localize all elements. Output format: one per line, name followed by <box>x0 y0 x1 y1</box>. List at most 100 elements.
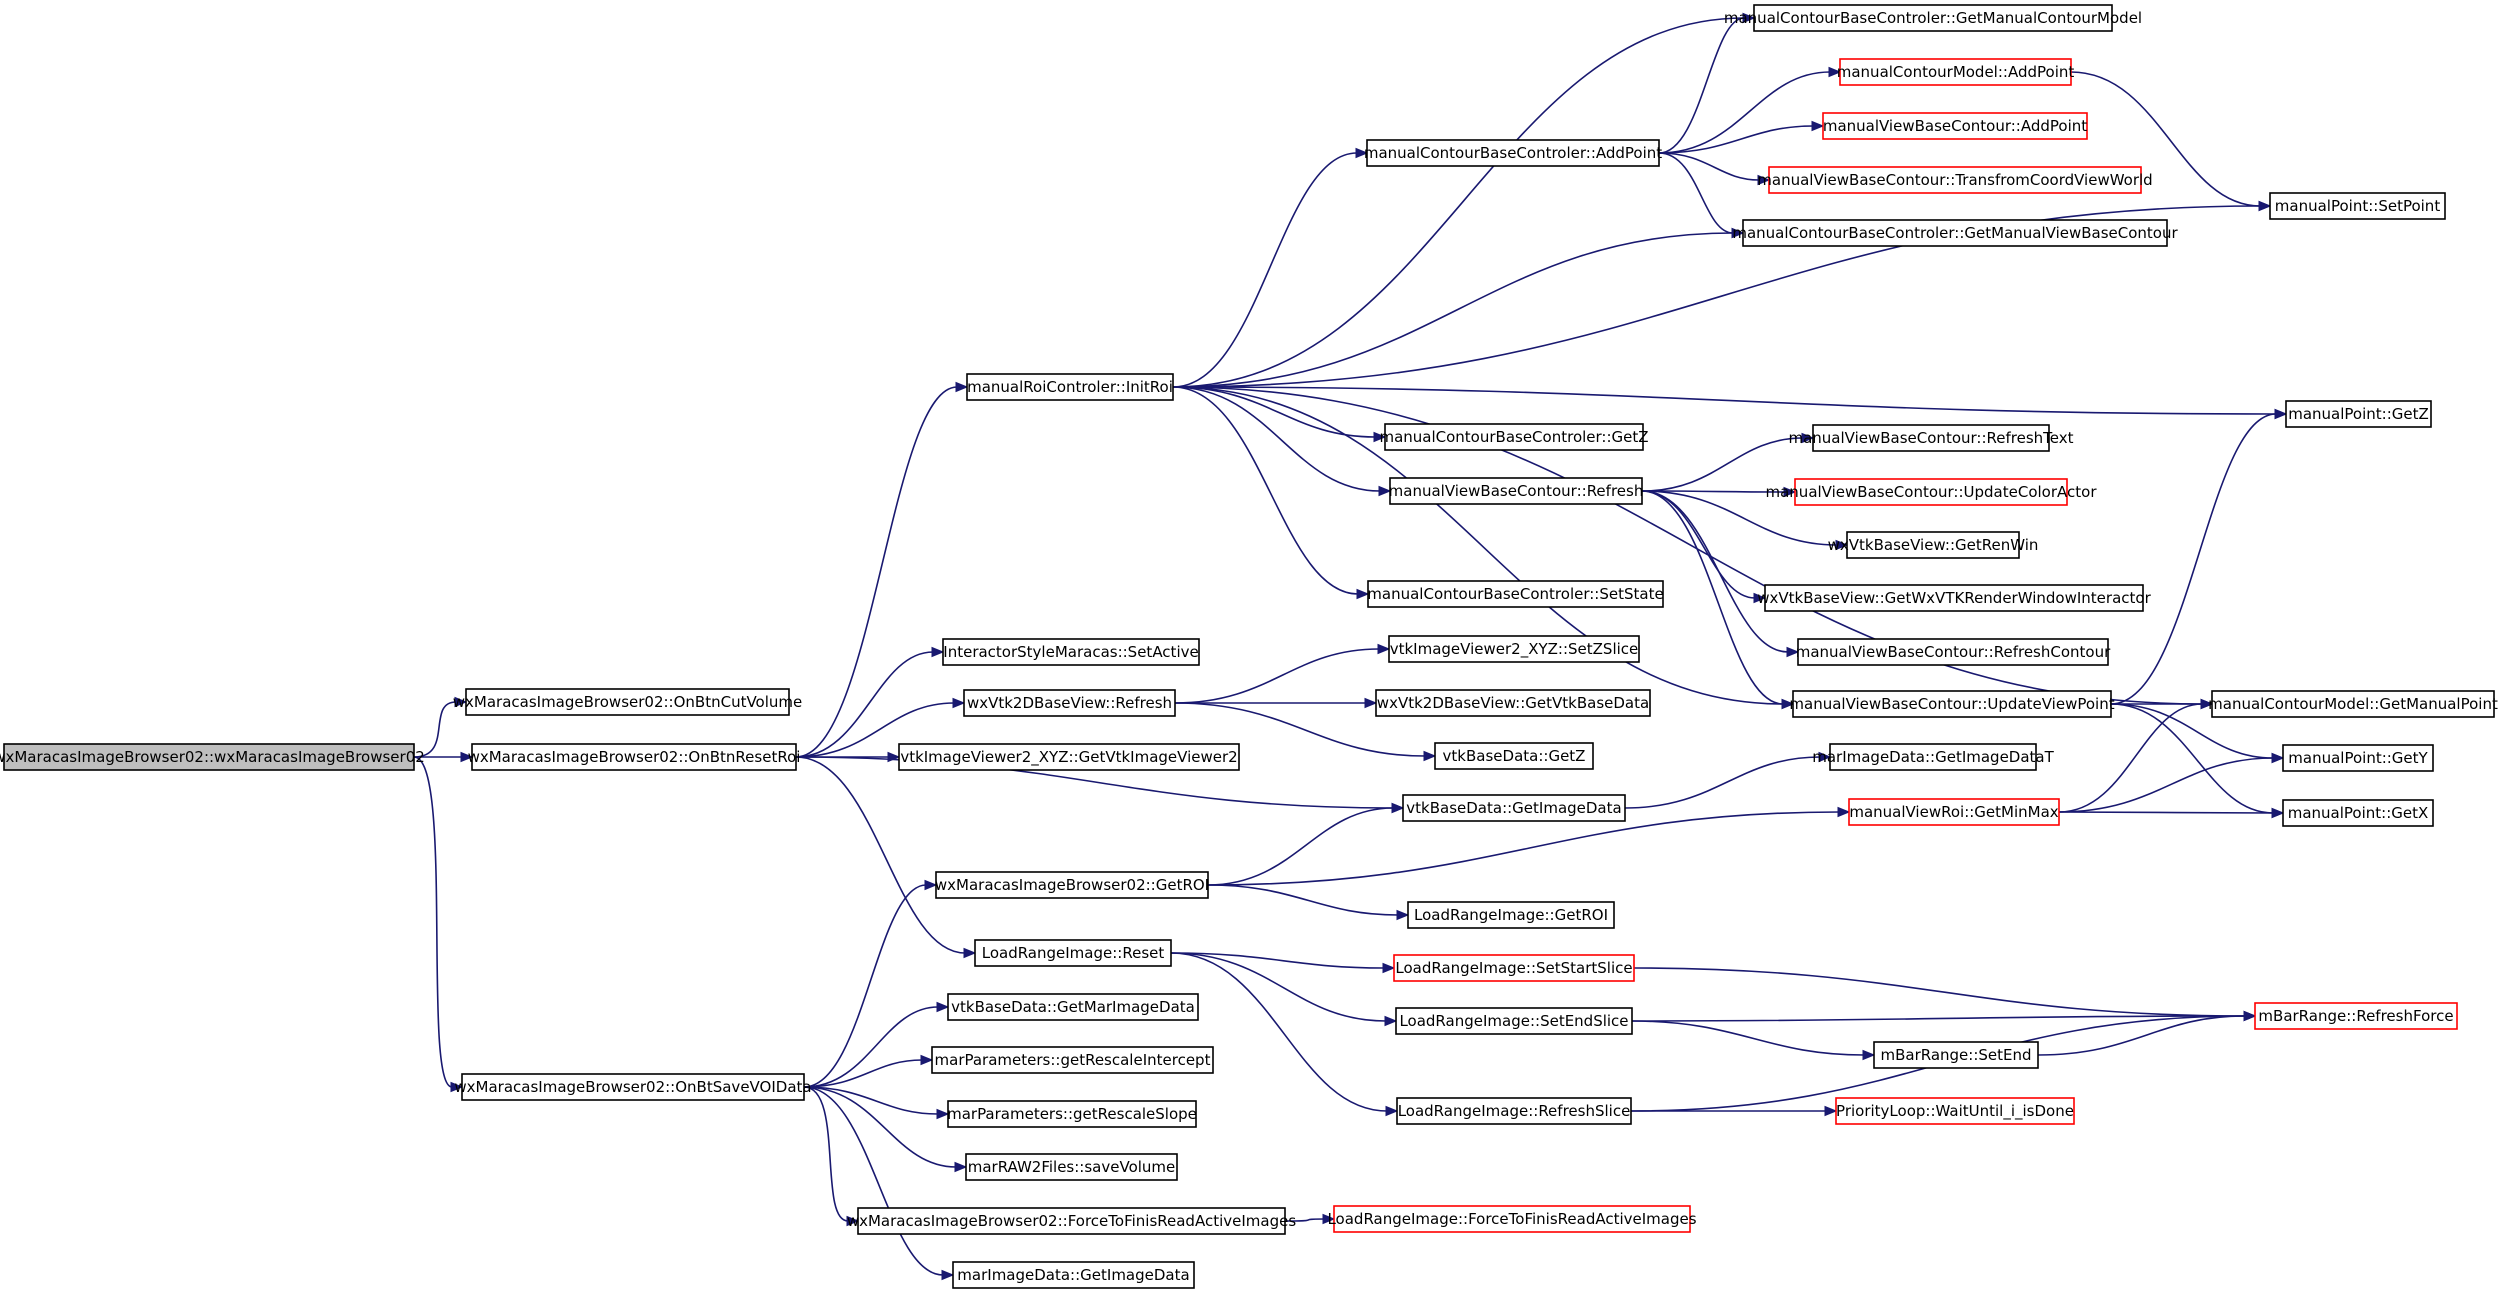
edge-getroi-to-vbdgetimg <box>1207 802 1405 886</box>
edge-arrowhead <box>450 1081 464 1093</box>
node-box <box>1792 690 2112 718</box>
node-marimggetimg[interactable]: marImageData::GetImageData <box>952 1261 1195 1289</box>
node-setendslice[interactable]: LoadRangeImage::SetEndSlice <box>1395 1007 1633 1035</box>
node-mpgetz[interactable]: manualPoint::GetZ <box>2285 400 2432 428</box>
node-box <box>974 939 1172 967</box>
edge-mcbcaddpoint-to-mvbcaddpoint <box>1658 120 1825 154</box>
node-box <box>1873 1041 2039 1069</box>
node-label: PriorityLoop::WaitUntil_i_isDone <box>1836 1102 2074 1121</box>
edge-line <box>1624 756 1821 809</box>
node-mvbcrefresh[interactable]: manualViewBaseContour::Refresh <box>1389 477 1644 505</box>
node-getroi[interactable]: wxMaracasImageBrowser02::GetROI <box>935 871 1209 899</box>
node-mpgety[interactable]: manualPoint::GetY <box>2282 744 2434 772</box>
edge-line <box>1207 811 1840 886</box>
edge-line <box>803 1086 849 1222</box>
node-forcefinis[interactable]: wxMaracasImageBrowser02::ForceToFinisRea… <box>847 1207 1296 1235</box>
edge-mvbcrefresh-to-getrenwin <box>1641 490 1849 551</box>
edge-line <box>1172 17 1745 388</box>
node-mpgetx[interactable]: manualPoint::GetX <box>2282 799 2434 827</box>
edge-arrowhead <box>460 751 474 763</box>
node-savevoi[interactable]: wxMaracasImageBrowser02::OnBtSaveVOIData <box>454 1073 812 1101</box>
node-getmarimg[interactable]: vtkBaseData::GetMarImageData <box>947 993 1199 1021</box>
node-getrenwin[interactable]: wxVtkBaseView::GetRenWin <box>1828 531 2039 559</box>
edge-line <box>795 702 955 758</box>
node-box <box>942 638 1200 666</box>
node-getmvbc[interactable]: manualContourBaseControler::GetManualVie… <box>1732 219 2178 247</box>
node-label: manualContourBaseControler::GetManualVie… <box>1732 224 2178 242</box>
node-setpoint[interactable]: manualPoint::SetPoint <box>2269 192 2446 220</box>
node-savevolume[interactable]: marRAW2Files::saveVolume <box>965 1153 1178 1181</box>
node-refreshslice[interactable]: LoadRangeImage::RefreshSlice <box>1396 1097 1632 1125</box>
edge-lrireset-to-setstartslice <box>1170 952 1396 974</box>
node-label: marImageData::GetImageData <box>957 1266 1189 1284</box>
node-mvbcaddpoint[interactable]: manualViewBaseContour::AddPoint <box>1822 112 2088 140</box>
node-rescaleint[interactable]: marParameters::getRescaleIntercept <box>931 1046 1214 1074</box>
node-label: marParameters::getRescaleSlope <box>947 1105 1197 1123</box>
node-label: LoadRangeImage::ForceToFinisReadActiveIm… <box>1327 1210 1696 1228</box>
edge-arrowhead <box>454 696 468 708</box>
node-getwxvtkrwi[interactable]: wxVtkBaseView::GetWxVTKRenderWindowInter… <box>1757 584 2152 612</box>
node-mcmaddpoint[interactable]: manualContourModel::AddPoint <box>1837 58 2075 86</box>
edge-arrowhead <box>1384 1015 1398 1027</box>
edge-arrowhead <box>941 1269 955 1281</box>
node-label: vtkBaseData::GetZ <box>1443 747 1586 765</box>
node-rescaleslope[interactable]: marParameters::getRescaleSlope <box>947 1100 1197 1128</box>
node-label: manualContourBaseControler::GetManualCon… <box>1724 9 2142 27</box>
edge-savevoi-to-marimggetimg <box>803 1086 955 1281</box>
node-getminmax[interactable]: manualViewRoi::GetMinMax <box>1848 798 2060 826</box>
edge-line <box>1641 490 1786 493</box>
edge-line <box>1172 386 1381 492</box>
node-updatecolor[interactable]: manualViewBaseContour::UpdateColorActor <box>1766 478 2098 506</box>
node-label: manualContourBaseControler::AddPoint <box>1364 144 1662 162</box>
node-refreshcontour[interactable]: manualViewBaseContour::RefreshContour <box>1796 638 2111 666</box>
node-setstartslice[interactable]: LoadRangeImage::SetStartSlice <box>1393 954 1635 982</box>
node-setzslice[interactable]: vtkImageViewer2_XYZ::SetZSlice <box>1388 635 1640 663</box>
node-vbdgetz[interactable]: vtkBaseData::GetZ <box>1434 742 1594 770</box>
node-label: LoadRangeImage::GetROI <box>1414 906 1608 924</box>
node-getimgdatat[interactable]: marImageData::GetImageDataT <box>1812 743 2055 771</box>
node-getmanualpoint[interactable]: manualContourModel::GetManualPoint <box>2208 690 2498 718</box>
node-label: manualContourBaseControler::GetZ <box>1379 428 1648 446</box>
node-waituntil[interactable]: PriorityLoop::WaitUntil_i_isDone <box>1835 1097 2075 1125</box>
node-box <box>965 1153 1178 1181</box>
node-label: LoadRangeImage::SetEndSlice <box>1399 1012 1628 1030</box>
node-box <box>1407 901 1615 929</box>
node-setactive[interactable]: InteractorStyleMaracas::SetActive <box>942 638 1200 666</box>
node-getvtkiv2[interactable]: vtkImageViewer2_XYZ::GetVtkImageViewer2 <box>898 743 1240 771</box>
node-root[interactable]: wxMaracasImageBrowser02::wxMaracasImageB… <box>0 743 425 771</box>
node-lrireset[interactable]: LoadRangeImage::Reset <box>974 939 1172 967</box>
node-mcbcaddpoint[interactable]: manualContourBaseControler::AddPoint <box>1364 139 1662 167</box>
edge-line <box>803 1059 923 1088</box>
node-label: vtkImageViewer2_XYZ::SetZSlice <box>1390 640 1639 659</box>
edge-wx2drefresh-to-vbdgetz <box>1174 702 1437 762</box>
node-box <box>1388 635 1640 663</box>
node-mbarsetend[interactable]: mBarRange::SetEnd <box>1873 1041 2039 1069</box>
node-refreshforce[interactable]: mBarRange::RefreshForce <box>2254 1002 2458 1030</box>
node-label: mBarRange::RefreshForce <box>2258 1007 2453 1025</box>
node-vbdgetimg[interactable]: vtkBaseData::GetImageData <box>1402 794 1626 822</box>
node-cutvol[interactable]: wxMaracasImageBrowser02::OnBtnCutVolume <box>453 688 803 716</box>
node-lrigetroi[interactable]: LoadRangeImage::GetROI <box>1407 901 1615 929</box>
node-getvtkbasedata[interactable]: wxVtk2DBaseView::GetVtkBaseData <box>1375 689 1651 717</box>
edge-arrowhead <box>920 1054 934 1066</box>
node-box <box>3 743 415 771</box>
edge-line <box>803 1086 944 1276</box>
node-wx2drefresh[interactable]: wxVtk2DBaseView::Refresh <box>963 689 1176 717</box>
node-transfrom[interactable]: manualViewBaseContour::TransfromCoordVie… <box>1757 166 2153 194</box>
node-refreshtext[interactable]: manualViewBaseContour::RefreshText <box>1788 424 2074 452</box>
edge-arrowhead <box>963 947 977 959</box>
edge-line <box>1172 205 2261 388</box>
edge-line <box>1172 386 2203 705</box>
node-updateviewpoint[interactable]: manualViewBaseContour::UpdateViewPoint <box>1789 690 2115 718</box>
node-box <box>1389 477 1643 505</box>
edge-line <box>1174 702 1426 757</box>
edge-arrowhead <box>1322 1213 1336 1225</box>
node-resetroi[interactable]: wxMaracasImageBrowser02::OnBtnResetRoi <box>468 743 801 771</box>
node-setstate[interactable]: manualContourBaseControler::SetState <box>1367 580 1664 608</box>
edge-getminmax-to-mpgety <box>2058 752 2285 813</box>
node-lriforce[interactable]: LoadRangeImage::ForceToFinisReadActiveIm… <box>1327 1205 1697 1233</box>
edge-setstartslice-to-refreshforce <box>1633 967 2257 1022</box>
node-getmcmodel[interactable]: manualContourBaseControler::GetManualCon… <box>1724 4 2142 32</box>
node-mcbcgetz[interactable]: manualContourBaseControler::GetZ <box>1379 423 1649 451</box>
node-initroi[interactable]: manualRoiControler::InitRoi <box>966 373 1174 401</box>
